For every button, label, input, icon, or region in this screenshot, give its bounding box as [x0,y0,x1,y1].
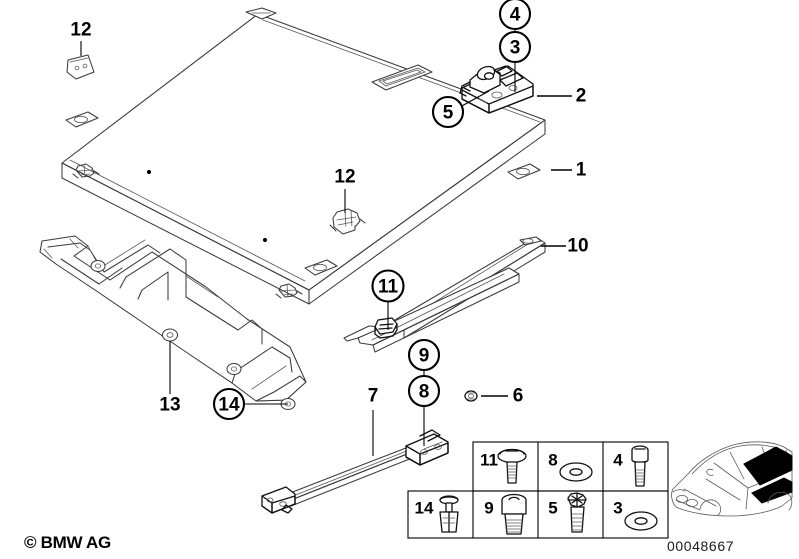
panel-hinge-clip-right [275,283,303,299]
legend-number-8: 8 [548,451,557,470]
torx-screw-icon [567,492,587,533]
callout-4: 4 [498,0,532,31]
panel-corner-eyelet-mid [304,259,338,276]
suv-vehicle-outline [671,441,793,517]
trim-boss-b [161,328,179,342]
cargo-floor-panel [61,7,546,305]
hex-socket-bolt-icon [631,445,649,487]
cargo-rail-assembly [343,236,546,353]
callout-8: 8 [407,374,441,408]
highlight-cargo-floor-lower [751,477,793,504]
tie-bar-bracket-right [405,429,449,466]
callout-10-label: 10 [567,236,588,257]
panel-corner-eyelet-right [507,163,541,180]
cover-cap-left [66,54,95,80]
panel-corner-eyelet-left [65,111,99,128]
cargo-tie-bar [261,429,449,514]
legend-number-14: 14 [415,499,434,518]
flat-washer-icon-8 [559,462,593,482]
callout-9-label: 9 [419,346,430,367]
callout-12-mid-label: 12 [334,167,355,188]
callout-12-upper-label: 12 [70,20,91,41]
callout-14: 14 [212,387,246,421]
trim-boss-a [90,259,106,273]
legend-number-3: 3 [613,499,622,518]
callout-3-label: 3 [510,38,521,59]
callout-7-label: 7 [368,386,379,407]
expanding-rivet-icon [439,495,459,533]
flat-washer-icon-3 [624,511,658,531]
callout-3: 3 [498,30,532,64]
fastener-legend-table: 11 8 4 1 [407,441,669,539]
diagram-number: 00048667 [667,538,735,554]
legend-number-11: 11 [480,451,498,470]
callout-14-label: 14 [218,395,240,416]
callout-11-label: 11 [378,277,399,298]
highlight-cargo-floor [743,446,793,486]
callout-1-label: 1 [576,160,587,181]
legend-number-4: 4 [613,451,623,470]
floor-support-trim [39,235,307,411]
panel-recessed-handle [371,64,433,91]
tie-bar-bracket-left [261,486,296,514]
panel-hinge-clip-left [72,163,100,179]
callout-8-label: 8 [419,382,430,403]
socket-cap-screw-icon [501,493,527,535]
pan-head-screw-icon [497,448,527,484]
rail-end-bracket [374,317,398,339]
callout-5: 5 [431,95,465,129]
callout-5-label: 5 [443,103,454,124]
small-nut-part [464,390,478,402]
legend-number-5: 5 [548,499,557,518]
trim-boss-c [226,362,242,376]
legend-number-9: 9 [484,499,493,518]
hinge-clip-part [329,208,366,235]
copyright-notice: © BMW AG [24,533,111,552]
callout-2-label: 2 [576,86,587,107]
callout-4-label: 4 [510,5,521,26]
callout-11: 11 [371,269,405,303]
callout-9: 9 [407,338,441,372]
callout-13-label: 13 [159,395,180,416]
callout-6-label: 6 [513,386,524,407]
